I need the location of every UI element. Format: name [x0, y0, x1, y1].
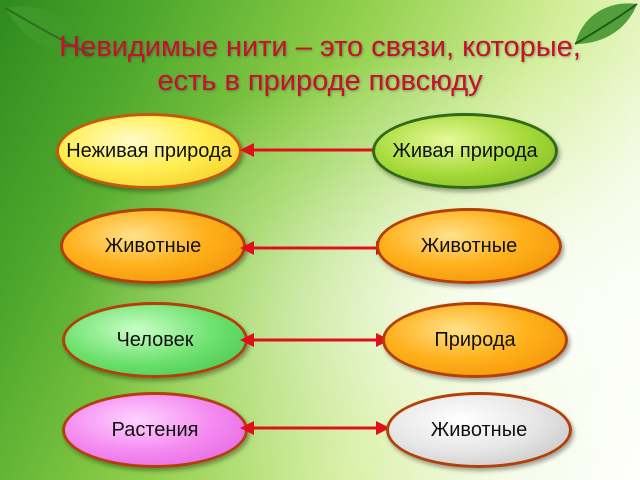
node-label: Человек: [116, 329, 194, 351]
node-label: Животные: [420, 235, 518, 257]
node-label: Животные: [430, 419, 528, 441]
node-nonliving-nature: Неживая природа: [56, 113, 242, 189]
node-label: Неживая природа: [66, 140, 232, 162]
node-label: Природа: [434, 329, 516, 351]
leaf-icon: [4, 6, 93, 56]
node-animals-left: Животные: [60, 208, 246, 284]
double-headed-arrow-icon: [240, 241, 390, 255]
node-animals-right: Животные: [376, 208, 562, 284]
node-living-nature: Живая природа: [372, 113, 558, 189]
slide-title: Невидимые нити – это связи, которые, ест…: [59, 31, 581, 97]
node-label: Растения: [111, 419, 199, 441]
leaf-icon: [574, 3, 638, 45]
node-label: Живая природа: [392, 140, 538, 162]
node-nature: Природа: [382, 302, 568, 378]
node-label: Животные: [104, 235, 202, 257]
double-headed-arrow-icon: [240, 421, 390, 435]
double-headed-arrow-icon: [240, 143, 390, 157]
node-plants: Растения: [62, 392, 248, 468]
node-human: Человек: [62, 302, 248, 378]
node-animals-bottom: Животные: [386, 392, 572, 468]
double-headed-arrow-icon: [240, 333, 390, 347]
